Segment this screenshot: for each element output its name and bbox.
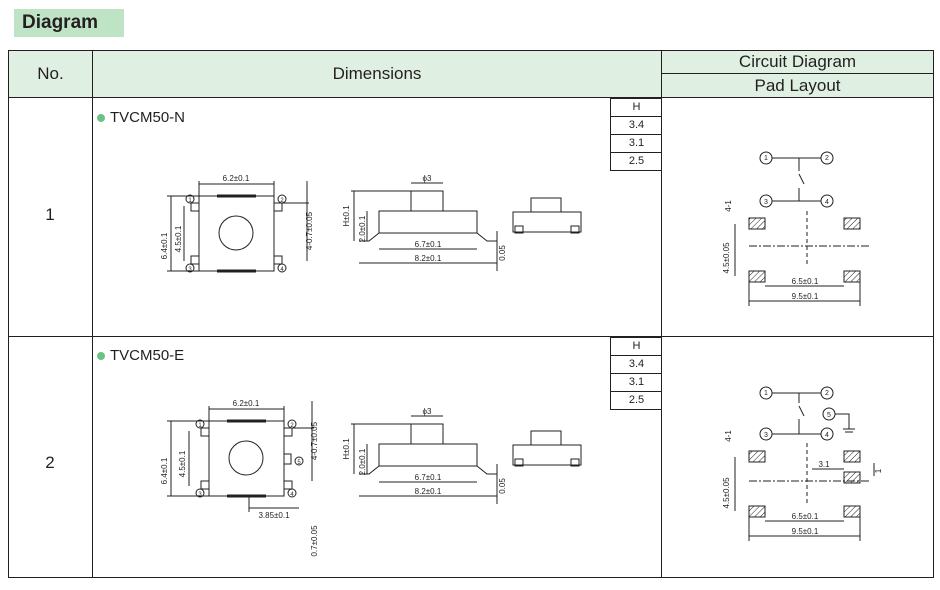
grid-line [92,51,93,577]
pin-label: 2 [280,198,284,204]
spec-table: No. Dimensions Circuit Diagram Pad Layou… [8,50,934,578]
height-value: 3.1 [611,374,662,392]
dimension-label: 2.0±0.1 [358,448,367,475]
pin-label: 4 [825,432,829,439]
dimension-label: 9.5±0.1 [792,292,819,301]
top-view-drawing: 6.2±0.1 6.4±0.1 4.5±0.1 4-0.7±0.05 1 2 3… [160,174,314,273]
pin-label: 1 [764,155,768,162]
circuit-pad-drawing: 1 2 3 4 5 4.5±0.05 4-1 3.1 1 6.5±0.1 9.5… [722,386,883,541]
height-table-header: H [611,99,662,117]
height-value: 3.1 [611,135,662,153]
height-table-header: H [611,338,662,356]
model-name: TVCM50-N [97,109,185,126]
bullet-icon [97,351,105,360]
dimension-label: 4.5±0.1 [178,450,187,477]
header-circuit-diagram: Circuit Diagram [662,51,933,73]
pin-label: 2 [825,155,829,162]
pin-label: 4 [280,267,284,273]
dimension-label: 6.7±0.1 [415,473,442,482]
front-view-drawing [512,197,582,234]
dimension-label: 4-0.7±0.05 [305,211,314,250]
dimension-label: 0.7±0.05 [310,525,319,557]
dimension-label: 2.0±0.1 [358,215,367,242]
pin-label: 5 [827,412,831,419]
row-number: 2 [45,453,55,472]
dimension-label: 4.5±0.05 [722,242,731,274]
dimension-label: 6.2±0.1 [233,399,260,408]
dimension-label: 8.2±0.1 [415,254,442,263]
pin-label: 1 [764,390,768,397]
dimension-label: 4-0.7±0.05 [310,421,319,460]
dimension-label: 4.5±0.05 [722,477,731,509]
dimension-label: 4-1 [724,200,733,212]
front-view-drawing [512,430,582,467]
height-value: 2.5 [628,394,645,406]
dimension-label: 6.2±0.1 [223,174,250,183]
dimension-label: 6.4±0.1 [160,232,169,259]
section-label: Diagram [14,9,124,37]
circuit-pad-drawing: 1 2 3 4 4.5±0.05 4-1 6.5±0.1 9.5±0.1 [722,151,869,306]
dimension-label: 8.2±0.1 [415,487,442,496]
dimension-label: 6.5±0.1 [792,277,819,286]
pin-label: 4 [290,492,294,498]
dimension-label: 0.05 [498,245,507,261]
header-dimensions: Dimensions [93,51,661,97]
dimension-label: 9.5±0.1 [792,527,819,536]
grid-line [661,73,933,74]
pin-label: 1 [188,198,192,204]
grid-line [9,97,933,98]
top-view-drawing: 6.2±0.1 6.4±0.1 4.5±0.1 4-0.7±0.05 0.7±0… [160,399,319,557]
side-view-drawing: ϕ3 H±0.1 2.0±0.1 6.7±0.1 8.2±0.1 0.05 [342,407,507,504]
grid-line [661,51,662,577]
height-value: 3.4 [611,356,662,374]
side-view-drawing: ϕ3 H±0.1 2.0±0.1 6.7±0.1 8.2±0.1 0.05 [342,174,507,271]
bullet-icon [97,113,105,122]
height-table: H 3.4 3.1 2.5 [610,337,662,410]
dimension-label: ϕ3 [423,407,432,416]
height-value: 2.5 [628,155,645,167]
pin-label: 3 [764,432,768,439]
pin-label: 1 [198,423,202,429]
dimension-label: 1 [874,468,883,473]
row-number: 1 [45,205,55,224]
dimension-label: 3.85±0.1 [258,511,290,520]
pin-label: 2 [290,423,294,429]
header-pad-layout: Pad Layout [662,74,933,97]
dimension-label: 6.7±0.1 [415,240,442,249]
pin-label: 3 [198,492,202,498]
dimension-label: H±0.1 [342,205,351,227]
header-no: No. [9,51,92,97]
dimension-label: 4-1 [724,430,733,442]
pin-label: 5 [297,460,301,466]
height-value: 3.4 [611,117,662,135]
dimension-label: ϕ3 [423,174,432,183]
pin-label: 2 [825,390,829,397]
pin-label: 4 [825,199,829,206]
dimension-label: 0.05 [498,478,507,494]
dimension-label: 6.5±0.1 [792,512,819,521]
dimension-label: H±0.1 [342,438,351,460]
pin-label: 3 [764,199,768,206]
height-table: H 3.4 3.1 2.5 [610,98,662,171]
dimension-label: 6.4±0.1 [160,457,169,484]
model-name: TVCM50-E [97,347,184,364]
dimension-label: 3.1 [818,460,830,469]
grid-line [9,336,933,337]
dimension-label: 4.5±0.1 [174,225,183,252]
pin-label: 3 [188,267,192,273]
